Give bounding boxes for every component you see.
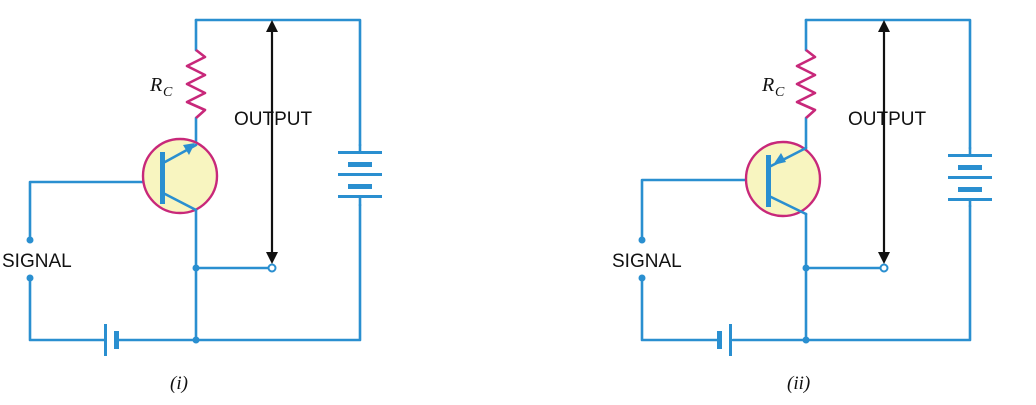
top-wire	[194, 18, 362, 147]
output-arrow-head-up	[266, 20, 278, 32]
output-arrow-head-down	[266, 252, 278, 264]
transistor-arrow	[183, 143, 195, 155]
top-wire	[804, 18, 972, 150]
transistor-emitter-line	[163, 192, 198, 212]
circuit-i: R C OUTPUT SIGNAL (i)	[2, 18, 382, 394]
circuit-ii: R C OUTPUT SIGNAL (ii)	[612, 18, 992, 394]
signal-lower-wire	[640, 276, 719, 342]
resistor-rc	[185, 48, 207, 119]
output-terminal	[267, 263, 277, 273]
transistor-emitter-line	[769, 195, 808, 216]
collector-battery	[948, 146, 992, 208]
base-battery	[104, 324, 119, 356]
junction-node	[192, 336, 200, 344]
transistor-arrow	[773, 153, 786, 165]
resistor-subscript: C	[163, 85, 173, 100]
output-arrow-head-down	[878, 252, 890, 264]
junction-node	[192, 264, 200, 272]
right-wire	[116, 203, 362, 342]
resistor-subscript: C	[775, 85, 785, 100]
transistor-base-bar	[160, 152, 165, 204]
collector-battery	[338, 143, 382, 207]
output-label: OUTPUT	[234, 109, 313, 130]
caption: (i)	[170, 373, 188, 394]
junction-node	[802, 336, 810, 344]
resistor-label: R	[149, 74, 162, 96]
output-label: OUTPUT	[848, 109, 927, 130]
signal-terminal-bottom	[638, 274, 646, 282]
signal-label: SIGNAL	[612, 251, 682, 272]
signal-terminal-top	[638, 236, 646, 244]
resistor-label: R	[761, 74, 774, 96]
resistor-rc	[795, 48, 817, 119]
output-terminal	[879, 263, 889, 273]
output-arrow-head-up	[878, 20, 890, 32]
signal-terminal-top	[26, 236, 34, 244]
transistor-base-bar	[766, 155, 771, 207]
transistor-envelope	[744, 140, 822, 218]
junction-node	[802, 264, 810, 272]
base-wire	[28, 180, 152, 242]
signal-label: SIGNAL	[2, 251, 72, 272]
right-wire	[731, 204, 972, 342]
signal-terminal-bottom	[26, 274, 34, 282]
base-wire	[640, 178, 768, 242]
base-battery	[717, 324, 732, 356]
caption: (ii)	[787, 373, 810, 394]
signal-lower-wire	[28, 276, 106, 342]
